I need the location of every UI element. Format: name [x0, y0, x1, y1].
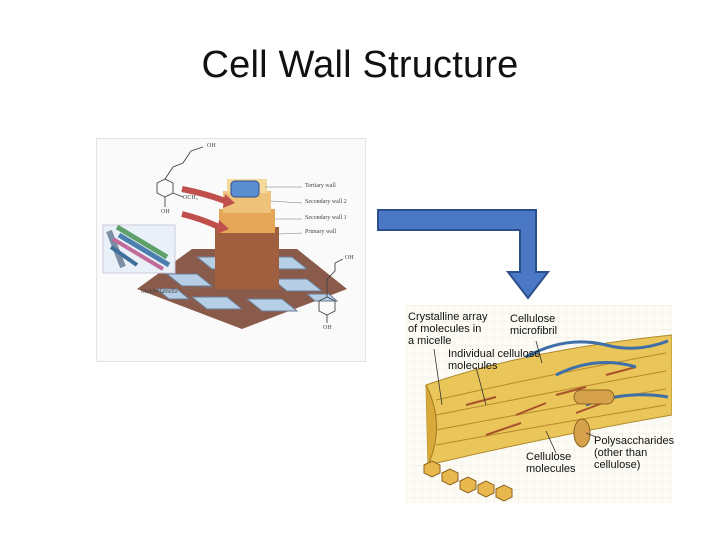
cellulose-illustration — [406, 305, 672, 503]
lignin-molecule-top — [156, 146, 204, 207]
microfibril-bundle — [425, 334, 672, 466]
label-cellulose-molecules: Cellulose — [526, 451, 572, 463]
arrow-shape — [377, 209, 551, 300]
label-tertiary-wall: Tertiary wall — [305, 183, 336, 189]
label-secondary-wall-1: Secondary wall 1 — [305, 215, 347, 221]
label-polysaccharides-2: (other than — [594, 447, 648, 459]
micelle-rod — [573, 389, 615, 405]
label-individual-cellulose: Individual cellulose — [448, 348, 541, 360]
label-cellulose-microfibril-2: microfibril — [510, 325, 558, 337]
leader-lines — [433, 340, 597, 454]
cellulose-microfibril-figure: Crystalline array of molecules in a mice… — [406, 305, 675, 503]
cell-grid — [155, 256, 339, 312]
red-cross-links — [465, 366, 637, 436]
label-oh-bottom: OH — [323, 325, 332, 331]
microfibril-bundle — [106, 224, 171, 271]
label-oh-top: OH — [207, 143, 216, 149]
label-cellulose-microfibril: Cellulose — [510, 313, 556, 325]
label-crystalline-array: Crystalline array — [408, 311, 488, 323]
label-individual-cellulose-2: molecules — [448, 360, 498, 372]
label-polysaccharides-3: cellulose) — [594, 459, 641, 471]
label-crystalline-array-2: of molecules in — [408, 323, 482, 335]
label-polysaccharides: Polysaccharides — [594, 435, 675, 447]
red-arrow-1 — [181, 186, 227, 204]
leader-lines — [181, 186, 303, 290]
primary-wall-layer — [215, 227, 279, 289]
label-oh-mid: OH — [161, 209, 170, 215]
label-secondary-wall-2: Secondary wall 2 — [305, 199, 347, 205]
cell-wall-layers-figure: Tertiary wall Secondary wall 2 Secondary… — [96, 138, 366, 362]
red-arrow-2 — [181, 211, 221, 230]
slide-title: Cell Wall Structure — [201, 44, 519, 86]
tertiary-wall-layer — [230, 180, 260, 198]
label-crystalline-array-3: a micelle — [408, 335, 452, 347]
label-och3: OCH₃ — [183, 195, 198, 201]
cell-wall-layers-illustration — [102, 146, 347, 329]
label-cellulose-molecules-2: molecules — [526, 463, 576, 475]
cellulose-molecule-chain — [423, 460, 513, 502]
micelle-disc — [573, 418, 591, 448]
red-arrow-head-1 — [223, 194, 235, 208]
bundle-end — [425, 384, 437, 466]
label-oh-right: OH — [345, 255, 354, 261]
lignin-molecule-bottom — [318, 258, 344, 323]
label-primary-wall: Primary wall — [305, 229, 337, 235]
label-middle-lamella: Middle lamella — [141, 289, 178, 295]
red-arrow-head-2 — [217, 220, 229, 234]
